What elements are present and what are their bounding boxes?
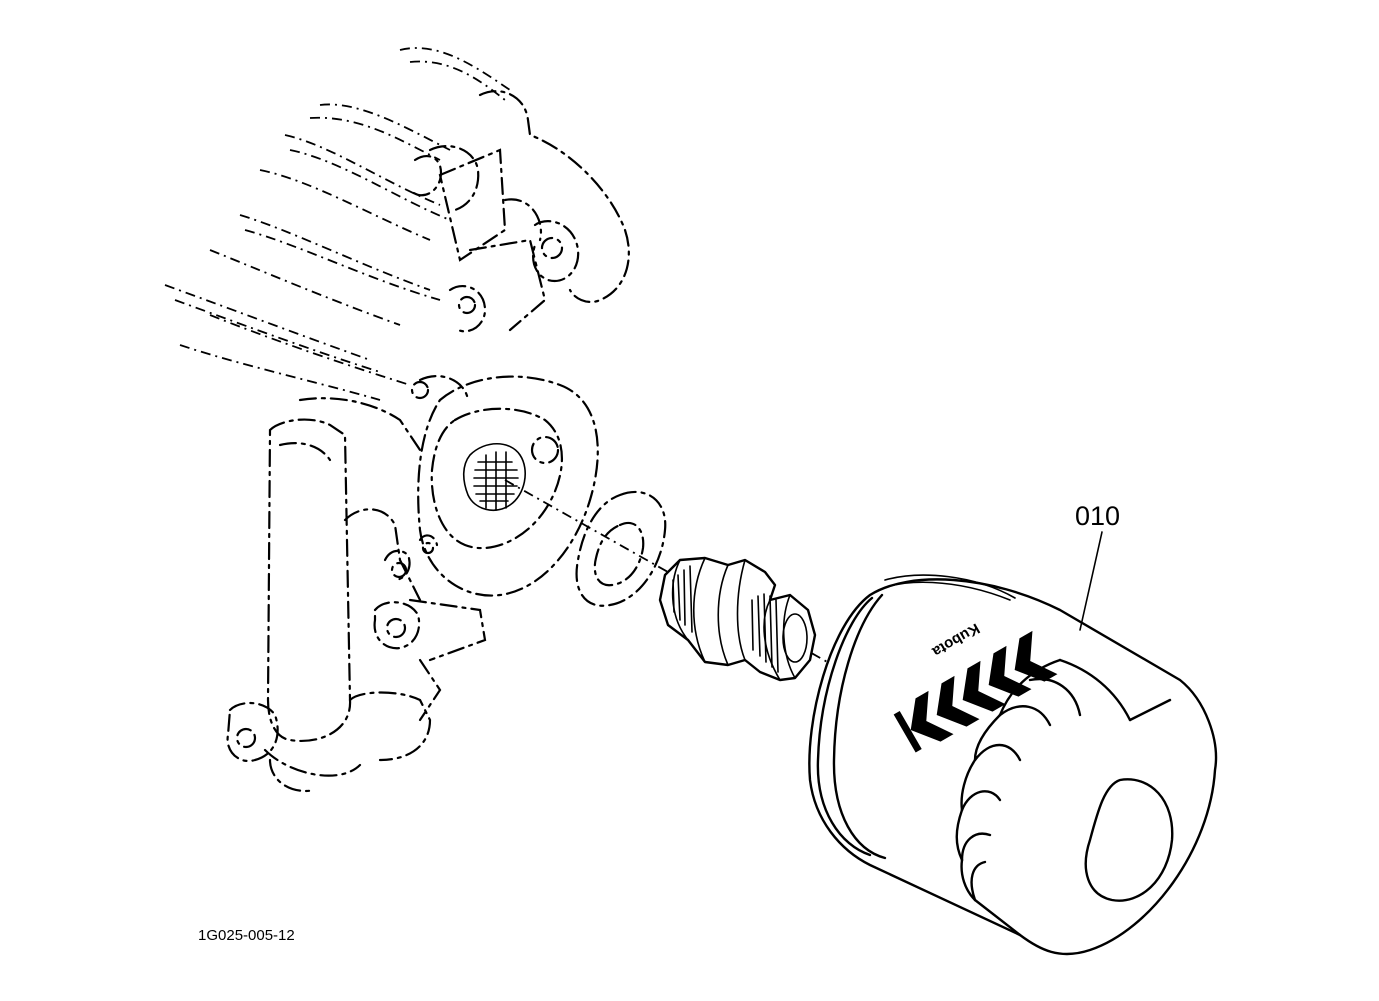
callout-010: 010 [1075,501,1120,631]
oil-filter-cartridge-icon: Kubota [808,574,1218,956]
engine-fins [164,47,511,401]
callout-010-label: 010 [1075,501,1120,531]
threaded-nipple-icon [658,556,817,682]
reference-code: 1G025-005-12 [198,927,295,944]
o-ring-gasket-icon [575,490,667,607]
engine-block-mount-icon [164,47,630,793]
